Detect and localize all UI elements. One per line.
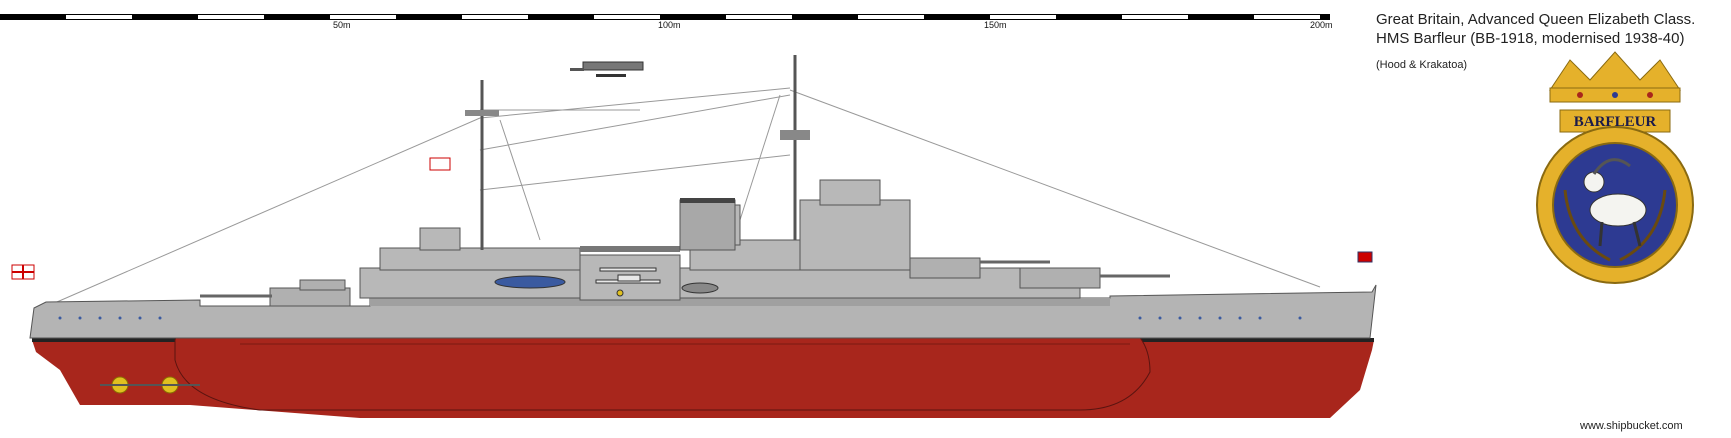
laurel-wreath-icon — [1563, 189, 1667, 262]
biplane — [595, 267, 661, 297]
rigging-lines — [49, 87, 1321, 306]
scale-tick-200m: 200m — [1310, 20, 1333, 30]
main-turrets — [269, 257, 1101, 307]
scale-tick-150m: 150m — [984, 20, 1007, 30]
belt-armor — [370, 298, 1110, 306]
scale-bar-graphic — [0, 14, 1330, 20]
site-credit: www.shipbucket.com — [1580, 420, 1683, 432]
scale-tick-50m: 50m — [333, 20, 351, 30]
portholes — [58, 316, 1302, 320]
scale-tick-100m: 100m — [658, 20, 681, 30]
info-line-ship: HMS Barfleur (BB-1918, modernised 1938-4… — [1376, 30, 1685, 47]
floatplane — [570, 61, 644, 77]
catapult — [580, 246, 680, 252]
info-line-credits: (Hood & Krakatoa) — [1376, 59, 1468, 71]
ship-boat — [494, 275, 566, 289]
mainmast-top — [780, 130, 810, 140]
crest-name: BARFLEUR — [1573, 114, 1657, 130]
ship-boat-2 — [681, 282, 719, 294]
funnel — [679, 199, 736, 251]
masts — [480, 55, 797, 250]
ensign-flags — [11, 157, 1373, 280]
main-guns — [200, 260, 1170, 298]
foremast-spreader — [465, 110, 499, 116]
ship-crest — [1536, 51, 1694, 284]
funnel-cap — [680, 198, 735, 203]
naval-crown-icon — [1549, 51, 1681, 103]
ship-profile-drawing — [11, 55, 1377, 418]
goat-icon — [1583, 158, 1647, 247]
ship-info: Great Britain, Advanced Queen Elizabeth … — [1376, 10, 1695, 75]
scale-bar: 50m 100m 150m 200m — [0, 0, 1340, 36]
info-line-class: Great Britain, Advanced Queen Elizabeth … — [1376, 11, 1696, 28]
